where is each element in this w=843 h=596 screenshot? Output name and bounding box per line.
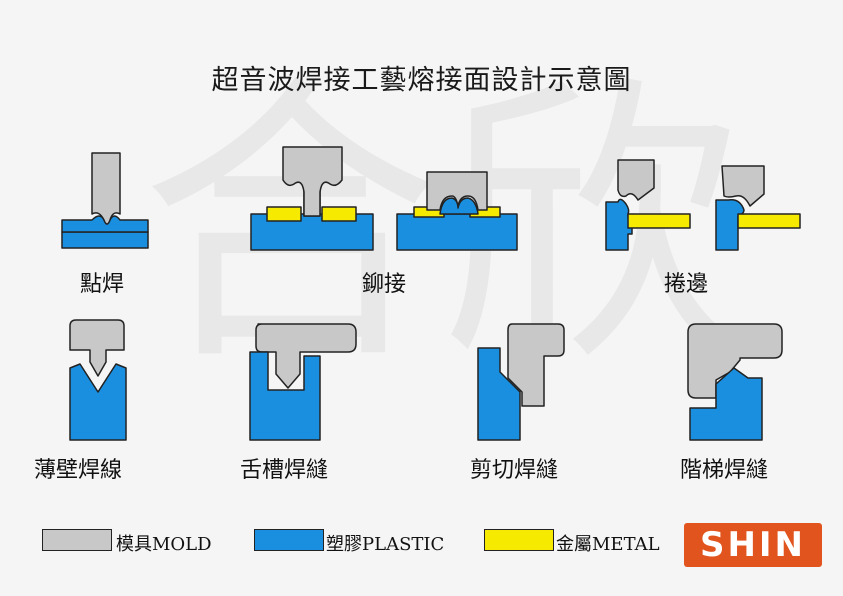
curl-right-mold — [721, 165, 765, 207]
label-rivet: 鉚接 — [362, 272, 407, 297]
legend-label-plastic: 塑膠PLASTIC — [326, 534, 445, 555]
label-curl: 捲邊 — [664, 272, 709, 297]
curl-right-figure — [715, 165, 801, 251]
rivet-left-figure — [250, 146, 374, 251]
thin-wall-figure — [69, 319, 127, 441]
rivet-left-metal-a — [266, 206, 302, 222]
rivet-left-metal-b — [321, 206, 357, 222]
legend-label-metal: 金屬METAL — [556, 534, 660, 555]
legend-label-mold: 模具MOLD — [116, 534, 212, 555]
label-spot: 點焊 — [80, 272, 125, 297]
spot-plastic-bottom — [61, 231, 149, 249]
curl-left-metal — [627, 213, 691, 229]
curl-right-metal — [737, 213, 801, 229]
diagram-title: 超音波焊接工藝熔接面設計示意圖 — [211, 65, 632, 96]
rivet-left-mold — [282, 146, 343, 217]
step-plastic — [689, 367, 763, 441]
step-figure — [687, 323, 783, 441]
label-shear: 剪切焊縫 — [470, 458, 559, 483]
rivet-right-rivet-head — [439, 197, 479, 215]
legend-swatch-plastic — [254, 529, 324, 551]
thin-wall-plastic — [69, 363, 127, 441]
legend-swatch-metal — [484, 529, 554, 551]
tongue-groove-mold — [255, 323, 357, 389]
rivet-right-figure — [396, 171, 518, 251]
thin-wall-mold — [69, 319, 125, 377]
tongue-groove-plastic — [249, 351, 321, 441]
curl-left-mold — [617, 159, 655, 201]
shear-plastic — [477, 347, 521, 441]
shin-logo: SHIN — [684, 523, 822, 567]
shear-mold — [507, 323, 565, 407]
shear-figure — [477, 323, 565, 441]
label-tongue-groove: 舌槽焊縫 — [240, 458, 329, 483]
step-mold — [687, 323, 783, 399]
rivet-right-plastic — [396, 213, 518, 251]
label-step: 階梯焊縫 — [680, 458, 769, 483]
label-thin-wall: 薄壁焊線 — [34, 458, 123, 483]
spot-weld-figure — [61, 152, 149, 249]
legend-swatch-mold — [42, 529, 112, 551]
tongue-groove-figure — [249, 323, 357, 441]
rivet-right-mold — [426, 171, 488, 211]
curl-left-figure — [605, 159, 691, 251]
spot-mold — [91, 152, 121, 225]
